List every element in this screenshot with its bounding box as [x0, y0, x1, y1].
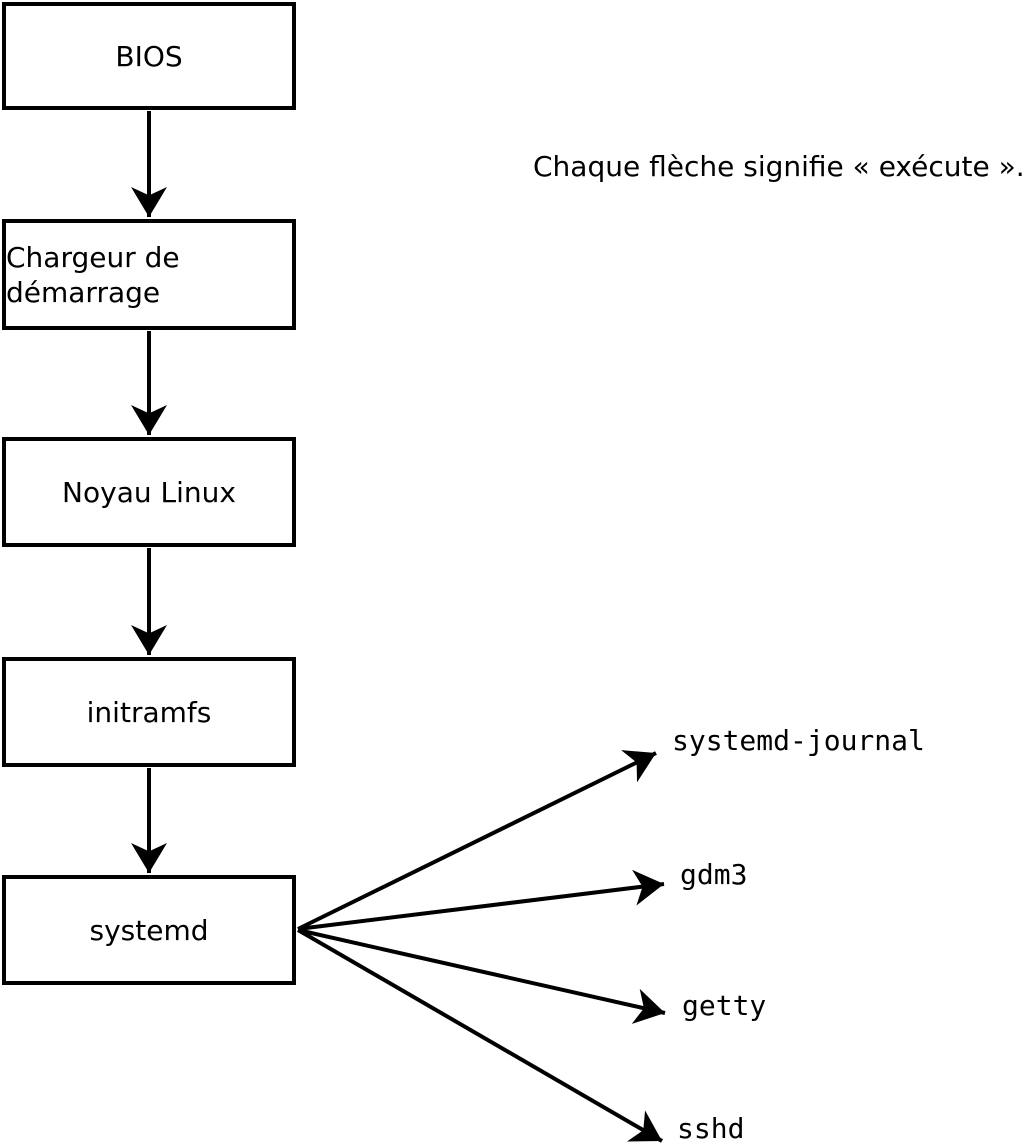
- node-bios-label: BIOS: [115, 39, 183, 73]
- node-bios: BIOS: [2, 2, 296, 110]
- arrow-systemd-to-sshd: [296, 928, 664, 1143]
- node-initramfs: initramfs: [2, 657, 296, 767]
- process-label-gdm3: gdm3: [680, 858, 748, 891]
- node-bootloader: Chargeur de démarrage: [2, 219, 296, 330]
- process-label-systemd-journal: systemd-journal: [672, 724, 925, 757]
- node-initramfs-label: initramfs: [86, 695, 212, 729]
- node-systemd-label: systemd: [89, 913, 209, 947]
- node-bootloader-label: Chargeur de démarrage: [6, 240, 180, 309]
- node-kernel-label: Noyau Linux: [62, 475, 236, 509]
- node-systemd: systemd: [2, 875, 296, 985]
- node-kernel: Noyau Linux: [2, 437, 296, 547]
- arrow-systemd-to-gdm3: [297, 869, 665, 931]
- process-label-sshd: sshd: [677, 1112, 745, 1144]
- arrow-systemd-to-systemd-journal: [297, 750, 657, 931]
- arrow-systemd-to-getty: [297, 928, 666, 1024]
- process-label-getty: getty: [682, 989, 767, 1022]
- caption: Chaque flèche signifie « exécute ».: [533, 150, 1024, 183]
